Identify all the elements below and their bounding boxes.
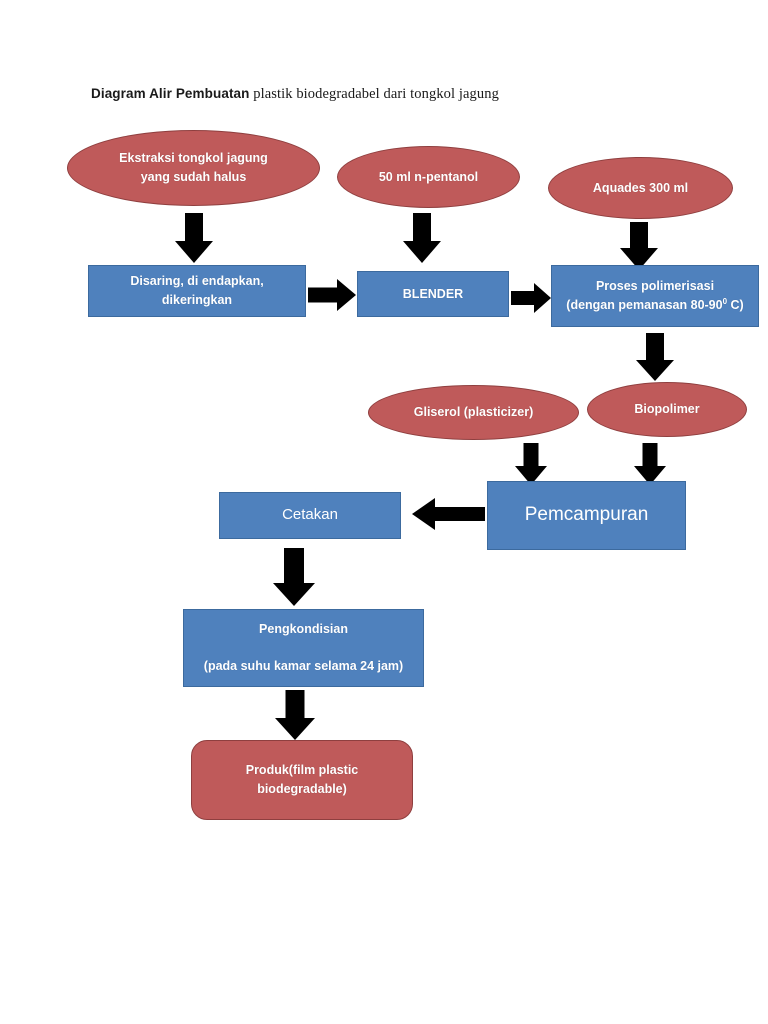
arrow-disaring-to-blender bbox=[308, 279, 356, 311]
node-blender: BLENDER bbox=[357, 271, 509, 317]
node-proses-polimerisasi: Proses polimerisasi(dengan pemanasan 80-… bbox=[551, 265, 759, 327]
arrow-pentanol-to-blender bbox=[403, 213, 441, 263]
node-pemcampuran: Pemcampuran bbox=[487, 481, 686, 550]
node-cetakan-label: Cetakan bbox=[282, 506, 338, 524]
node-gliserol-label: Gliserol (plasticizer) bbox=[413, 405, 534, 420]
node-n-pentanol-label: 50 ml n-pentanol bbox=[378, 169, 479, 184]
arrow-pengkondisian-to-produk bbox=[275, 690, 315, 740]
arrow-polimerisasi-to-biopolimer bbox=[636, 333, 674, 381]
node-disaring-diendapkan-dikeringkan: Disaring, di endapkan,dikeringkan bbox=[88, 265, 306, 317]
node-disaring-label: Disaring, di endapkan,dikeringkan bbox=[130, 274, 264, 307]
node-pemcampuran-label: Pemcampuran bbox=[524, 504, 649, 526]
page-title-bold: Diagram Alir Pembuatan bbox=[91, 86, 250, 101]
arrow-gliserol-to-pemcampuran bbox=[515, 443, 547, 485]
node-biopolimer-label: Biopolimer bbox=[634, 402, 700, 417]
arrow-blender-to-polimerisasi bbox=[511, 283, 551, 313]
arrow-aquades-to-polimerisasi bbox=[620, 222, 658, 270]
node-aquades: Aquades 300 ml bbox=[548, 157, 733, 219]
node-pengkondisian-label: Pengkondisian(pada suhu kamar selama 24 … bbox=[203, 621, 404, 674]
arrow-ekstraksi-to-disaring bbox=[175, 213, 213, 263]
arrow-pemcampuran-to-cetakan bbox=[412, 498, 485, 530]
arrow-cetakan-to-pengkondisian bbox=[273, 548, 315, 606]
node-pengkondisian: Pengkondisian(pada suhu kamar selama 24 … bbox=[183, 609, 424, 687]
page-title: Diagram Alir Pembuatan plastik biodegrad… bbox=[91, 86, 499, 103]
node-blender-label: BLENDER bbox=[402, 286, 464, 301]
node-cetakan: Cetakan bbox=[219, 492, 401, 539]
page-title-rest: plastik biodegradabel dari tongkol jagun… bbox=[249, 86, 499, 102]
node-biopolimer: Biopolimer bbox=[587, 382, 747, 437]
arrow-biopolimer-to-pemcampuran bbox=[634, 443, 666, 485]
node-gliserol-plasticizer: Gliserol (plasticizer) bbox=[368, 385, 579, 440]
node-n-pentanol: 50 ml n-pentanol bbox=[337, 146, 520, 208]
node-aquades-label: Aquades 300 ml bbox=[592, 180, 689, 195]
node-polimerisasi-label: Proses polimerisasi(dengan pemanasan 80-… bbox=[566, 279, 744, 312]
